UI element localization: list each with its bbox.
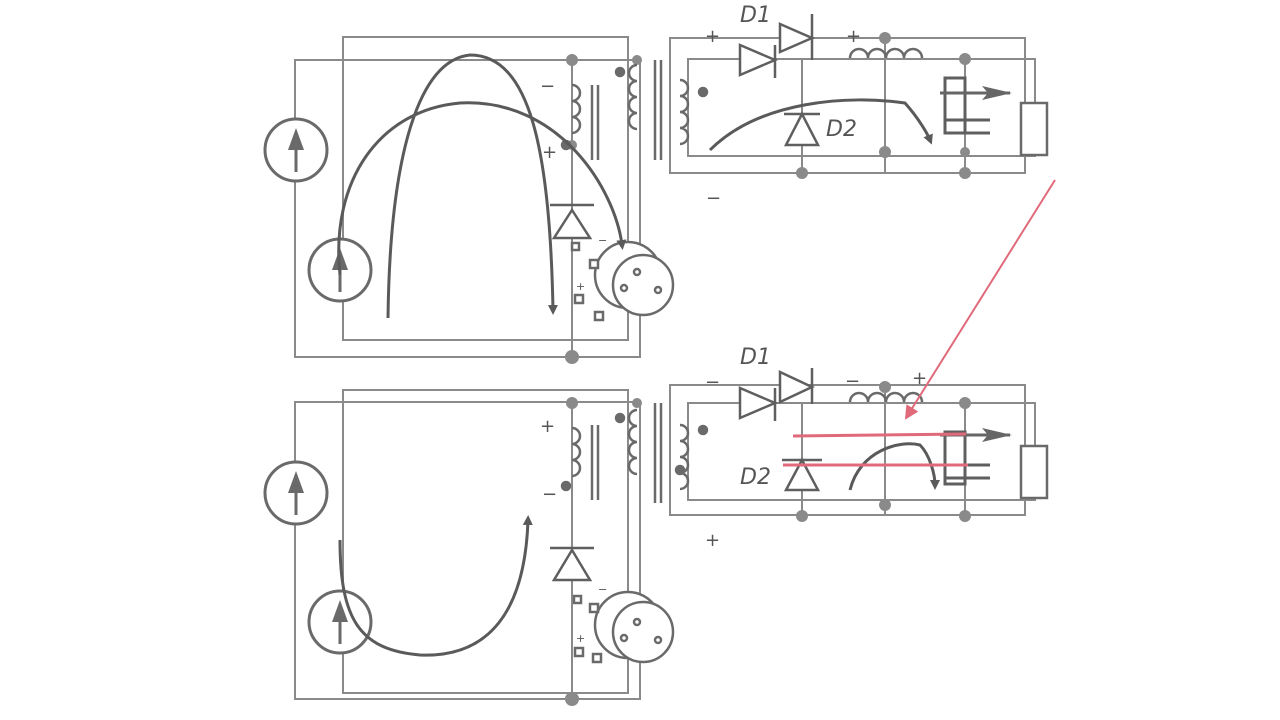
transistor-switch-icon <box>572 590 675 664</box>
bottom-primary-lower-sign: − <box>542 484 557 505</box>
top-junction-nodes <box>565 32 971 364</box>
bottom-switch-terminal-a: − <box>598 583 607 596</box>
diode-icon <box>738 368 815 421</box>
bottom-inductor-right-sign: + <box>912 368 927 389</box>
top-secondary-frame <box>669 37 1036 174</box>
bottom-primary-upper-sign: + <box>540 416 555 437</box>
bottom-secondary-upper-sign: − <box>705 372 720 393</box>
highlight-lines <box>783 432 968 467</box>
inductor-icon <box>848 47 924 59</box>
transistor-switch-icon <box>570 240 675 322</box>
top-switch-terminal-b: + <box>576 280 585 293</box>
bottom-current-paths <box>338 428 1012 657</box>
top-current-paths <box>337 53 1012 319</box>
bottom-secondary-frame <box>669 384 1036 516</box>
annotation-arrow-icon <box>904 179 1056 420</box>
top-d2-label: D2 <box>826 117 857 142</box>
current-source-icon <box>307 589 373 655</box>
top-switch-terminal-a: − <box>598 234 607 247</box>
diode-icon <box>783 111 821 147</box>
diode-icon <box>782 457 822 492</box>
load-resistor-icon <box>1019 101 1049 157</box>
current-source-icon <box>263 460 329 526</box>
transformer-icon <box>560 60 709 160</box>
diode-icon <box>550 203 594 240</box>
current-source-icon <box>263 117 329 183</box>
top-primary-upper-sign: − <box>540 76 555 97</box>
diode-icon <box>738 14 816 78</box>
diode-icon <box>550 546 594 582</box>
bottom-d2-label: D2 <box>740 465 771 490</box>
bottom-d1-label: D1 <box>740 345 771 370</box>
bottom-inductor-left-sign: − <box>845 371 860 392</box>
top-d1-label: D1 <box>740 3 771 28</box>
bottom-junction-nodes <box>565 381 971 706</box>
top-primary-lower-sign: + <box>542 142 557 163</box>
top-circuit: D1 D2 − + + − + − + <box>263 3 1049 364</box>
top-secondary-lower-sign: − <box>706 188 721 209</box>
inductor-icon <box>848 391 924 403</box>
top-secondary-upper-sign: + <box>705 26 720 47</box>
capacitor-icon <box>943 76 990 135</box>
bottom-secondary-lower-sign: + <box>705 530 720 551</box>
transformer-icon <box>560 403 709 503</box>
load-resistor-icon <box>1019 444 1049 500</box>
top-inductor-sign: + <box>846 26 861 47</box>
bottom-circuit: D1 D2 + − − + − + − + <box>263 345 1049 706</box>
capacitor-icon <box>943 430 990 486</box>
bottom-switch-terminal-b: + <box>576 632 585 645</box>
